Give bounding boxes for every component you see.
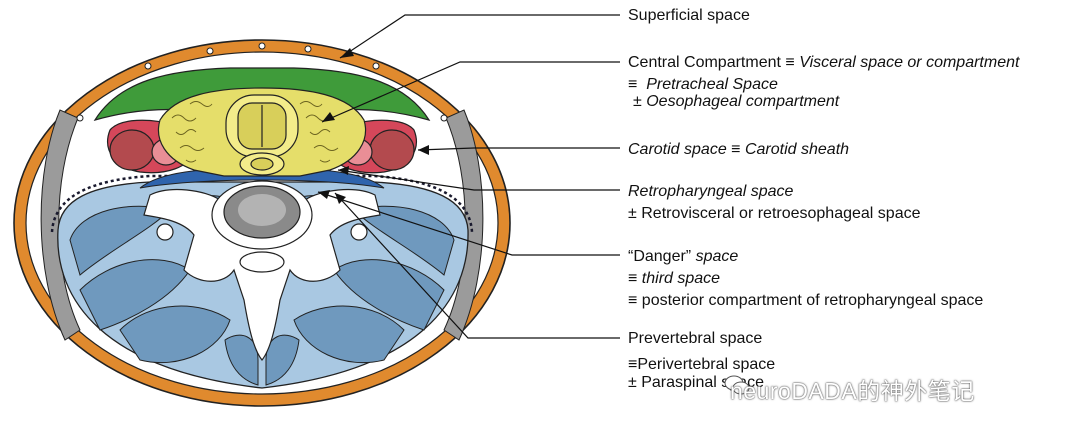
paraspinal-muscles <box>69 195 455 386</box>
label-danger-space: “Danger” space <box>628 248 739 265</box>
skin-pores <box>76 42 448 122</box>
label-central-compartment: Central Compartment ≡ Visceral space or … <box>628 54 1020 71</box>
label-prevertebral-space: Prevertebral space <box>628 330 763 347</box>
leader-arrowheads <box>318 48 429 204</box>
label-perivertebral-space: ≡Perivertebral space <box>628 356 776 373</box>
trachea <box>225 94 299 158</box>
label-oesophageal-compartment: ± Oesophageal compartment <box>633 93 840 110</box>
thyroid-texture <box>171 101 339 163</box>
vertebra <box>143 180 381 361</box>
label-retropharyngeal-space: Retropharyngeal space <box>628 183 794 200</box>
oesophagus <box>239 152 285 176</box>
label-third-space: ≡ third space <box>628 270 721 287</box>
wechat-icon <box>724 375 750 395</box>
label-pretracheal-space: ≡ Pretracheal Space <box>628 76 778 93</box>
label-carotid-space: Carotid space ≡ Carotid sheath <box>628 141 850 158</box>
label-posterior-compartment: ≡ posterior compartment of retropharynge… <box>628 292 984 309</box>
right-fascia-band <box>443 109 484 341</box>
watermark-text: neuroDADA的神外笔记 <box>730 378 975 404</box>
left-fascia-band <box>40 109 81 341</box>
leader-lines <box>317 14 620 339</box>
label-superficial-space: Superficial space <box>628 7 750 24</box>
label-retrovisceral-space: ± Retrovisceral or retroesophageal space <box>628 205 921 222</box>
